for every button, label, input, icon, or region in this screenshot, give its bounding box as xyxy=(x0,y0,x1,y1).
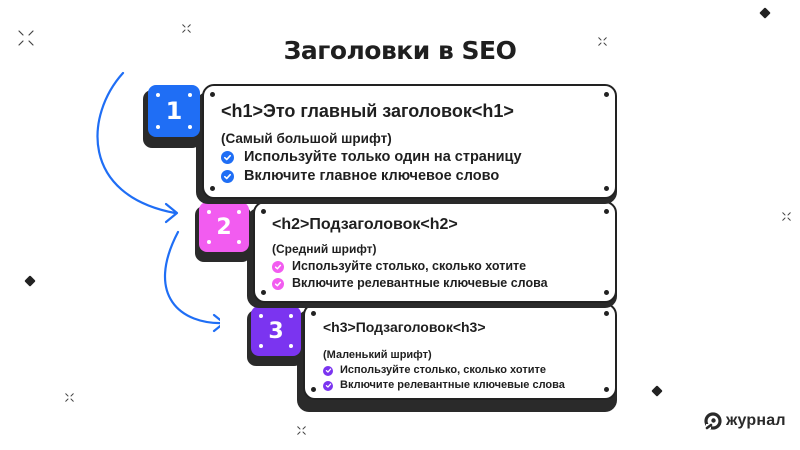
sparkle-icon xyxy=(782,212,791,221)
diamond-icon xyxy=(651,385,663,397)
list-item: Включите релевантные ключевые слова xyxy=(272,275,548,292)
list-item: Используйте столько, сколько хотите xyxy=(272,258,548,275)
journal-logo-icon xyxy=(704,412,722,430)
sparkle-icon xyxy=(18,30,34,46)
list-item: Включите релевантные ключевые слова xyxy=(323,378,565,393)
sparkle-icon xyxy=(297,426,306,435)
page-title: Заголовки в SEO xyxy=(283,36,517,65)
logo-text: журнал xyxy=(726,412,786,429)
journal-logo: журнал xyxy=(704,412,786,430)
card-body: <h2>Подзаголовок<h2> (Средний шрифт) Исп… xyxy=(253,201,617,303)
sparkle-icon xyxy=(65,393,74,402)
check-circle-icon xyxy=(221,151,234,164)
check-circle-icon xyxy=(272,277,284,290)
curved-arrow-icon xyxy=(96,71,220,333)
card-heading: <h3>Подзаголовок<h3> xyxy=(323,319,486,335)
check-circle-icon xyxy=(323,380,333,391)
step-badge-3: 3 xyxy=(251,306,301,356)
card-heading: <h2>Подзаголовок<h2> xyxy=(272,216,458,233)
bullet-list: Используйте столько, сколько хотите Вклю… xyxy=(323,363,565,393)
card-body: <h3>Подзаголовок<h3> (Маленький шрифт) И… xyxy=(303,303,617,400)
card-subtitle: (Средний шрифт) xyxy=(272,242,377,256)
step-badge-2: 2 xyxy=(199,202,249,252)
card-subtitle: (Маленький шрифт) xyxy=(323,349,432,361)
card-body: <h1>Это главный заголовок<h1> (Самый бол… xyxy=(202,84,617,199)
step-badge-1: 1 xyxy=(148,85,200,137)
list-item: Используйте столько, сколько хотите xyxy=(323,363,565,378)
bullet-list: Используйте столько, сколько хотите Вклю… xyxy=(272,258,548,292)
diamond-icon xyxy=(759,7,771,19)
list-item: Включите главное ключевое слово xyxy=(221,167,522,186)
card-heading: <h1>Это главный заголовок<h1> xyxy=(221,101,514,121)
check-circle-icon xyxy=(272,260,284,273)
sparkle-icon xyxy=(598,37,607,46)
step-number: 2 xyxy=(216,214,232,240)
check-circle-icon xyxy=(221,170,234,183)
list-item: Используйте только один на страницу xyxy=(221,148,522,167)
step-number: 3 xyxy=(268,318,284,344)
check-circle-icon xyxy=(323,365,333,376)
card-subtitle: (Самый большой шрифт) xyxy=(221,131,392,146)
sparkle-icon xyxy=(182,24,191,33)
bullet-list: Используйте только один на страницу Вклю… xyxy=(221,148,522,186)
diamond-icon xyxy=(24,275,36,287)
step-number: 1 xyxy=(165,97,183,125)
